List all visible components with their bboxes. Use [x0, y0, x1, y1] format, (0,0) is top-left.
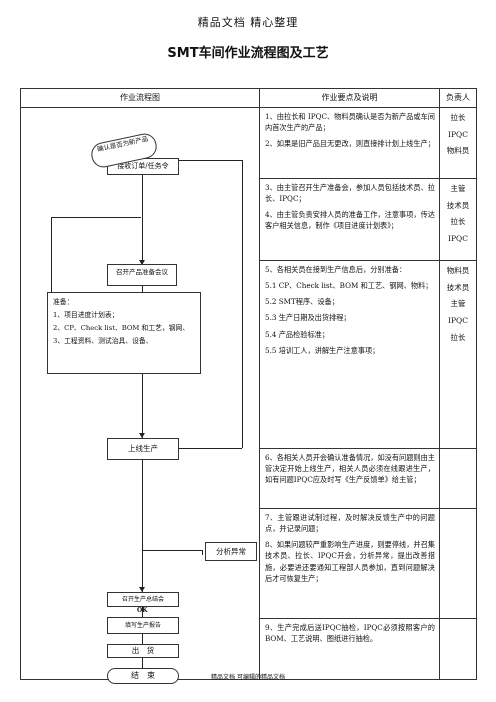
- page-title: SMT车间作业流程图及工艺: [167, 46, 329, 61]
- step-desc-2: 3、由主管召开生产准备会，参加人员包括技术员、拉长、IPQC； 4、由主管负责安…: [259, 178, 440, 261]
- preparation-title: 准备：: [53, 298, 74, 306]
- step-desc-5: 7、主管跟进试制过程，及时解决反馈生产中的问题点，并记录问题； 8、如果问题较严…: [259, 508, 440, 619]
- ship-box: 出 货: [107, 644, 179, 658]
- online-production-box: 上线生产: [107, 438, 179, 460]
- prepare-meeting-box: 召开产品准备会议: [107, 264, 177, 286]
- preparation-item: 1、项目进度计划表；: [53, 310, 119, 319]
- step-desc-4: 6、各相关人员开会确认准备情况，如没有问题则由主管决定开始上线生产，相关人员必须…: [259, 448, 440, 509]
- step-desc-3: 5、各相关员在接到生产信息后，分别准备： 5.1 CP、Check list、B…: [259, 260, 440, 449]
- col-header-owner: 负责人: [439, 88, 477, 108]
- step-owner-2: 主管 技术员 拉长 IPQC: [439, 178, 477, 261]
- step-owner-1: 拉长 IPQC 物料员: [439, 107, 477, 179]
- col-header-desc: 作业要点及说明: [259, 88, 440, 108]
- production-report-box: 填写生产报告: [107, 617, 179, 634]
- ok-label: OK: [137, 607, 148, 614]
- step-owner-6: [439, 618, 477, 680]
- summary-meeting-box: 召开生产总结会: [107, 592, 179, 607]
- process-table: 作业流程图 作业要点及说明 负责人 接收订单/任务令 确认是否为新产品: [20, 88, 477, 684]
- step-owner-4: [439, 448, 477, 509]
- step-desc-1: 1、由拉长和 IPQC、物料员确认是否为新产品或车间内首次生产的产品； 2、如果…: [259, 107, 440, 179]
- flowchart-cell: 接收订单/任务令 确认是否为新产品 召开产品准备会议 准备： 1、项目进度计划表…: [20, 107, 260, 684]
- step-desc-6: 9、生产完成后送IPQC抽检，IPQC必须按照客户的 BOM、工艺说明、图纸进行…: [259, 618, 440, 680]
- end-terminator: 结 束: [107, 668, 179, 684]
- step-owner-3: 物料员 技术员 主管 IPQC 拉长: [439, 260, 477, 449]
- analyze-exception-box: 分析异常: [205, 542, 257, 561]
- col-header-flow: 作业流程图: [20, 88, 260, 108]
- page-header: 精品文档 精心整理: [197, 16, 299, 29]
- preparation-item: 2、CP、Check list、BOM 和工艺，钢网、: [53, 323, 190, 332]
- preparation-box: 准备： 1、项目进度计划表； 2、CP、Check list、BOM 和工艺，钢…: [47, 292, 201, 374]
- step-owner-5: [439, 508, 477, 619]
- page-footer: 精品文档 可编辑的精品文档: [211, 674, 285, 681]
- preparation-item: 3、工程资料、测试治具、设备、: [53, 336, 153, 344]
